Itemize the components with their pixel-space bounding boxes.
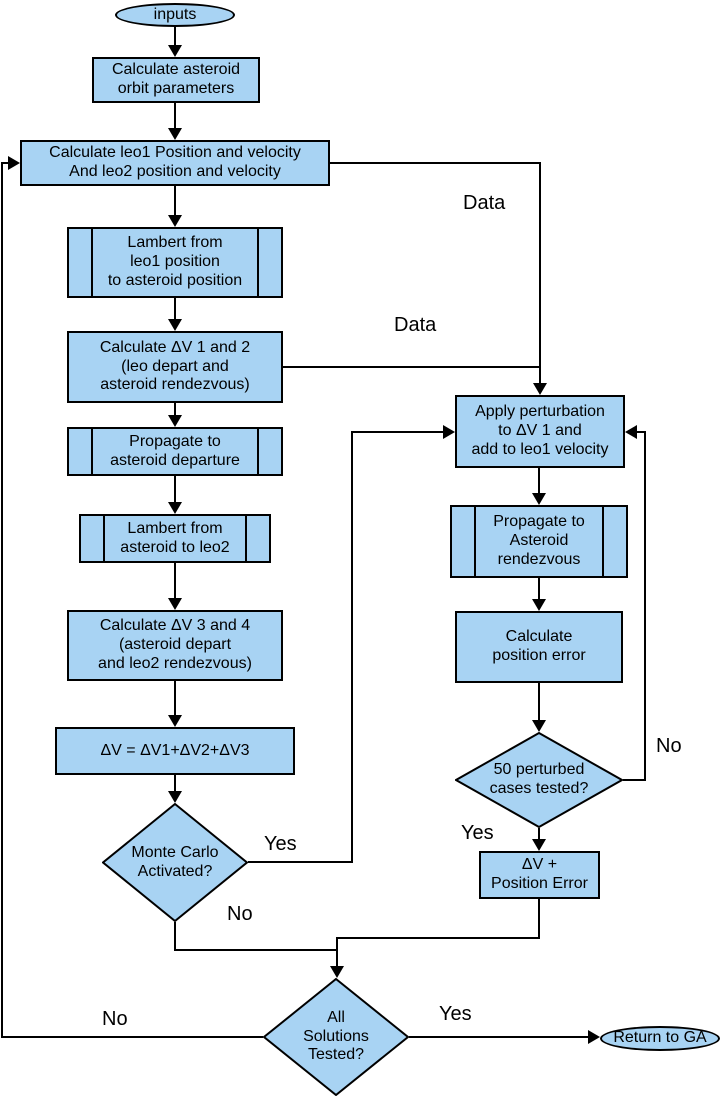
- connector-all-no-into-calc-leo: [1, 162, 9, 164]
- connector-dv-sum-to-monte-carlo: [174, 775, 176, 792]
- connector-fifty-no-horizontal: [623, 779, 646, 781]
- diamond-all-solutions-shape: [263, 978, 409, 1096]
- arrowhead-icon: [532, 493, 546, 505]
- arrowhead-icon: [168, 45, 182, 57]
- node-propagate-asteroid-rendezvous: Propagate to Asteroid rendezvous: [450, 505, 628, 578]
- arrowhead-icon: [443, 425, 455, 439]
- node-lambert-leo1-to-asteroid: Lambert from leo1 position to asteroid p…: [67, 227, 283, 298]
- node-lambert-asteroid-to-leo2: Lambert from asteroid to leo2: [79, 514, 271, 563]
- arrowhead-icon: [532, 599, 546, 611]
- connector-all-yes: [409, 1036, 588, 1038]
- edge-label-data-top: Data: [463, 192, 506, 214]
- node-monte-carlo-activated: Monte Carlo Activated?: [131, 843, 219, 880]
- node-dv-plus-position-error: ΔV + Position Error: [479, 851, 600, 899]
- diamond-monte-carlo-shape: [102, 803, 248, 922]
- node-fifty-perturbed-cases: 50 perturbed cases tested?: [489, 761, 589, 797]
- connector-calc-dv34-to-dv-sum: [174, 681, 176, 716]
- node-calc-asteroid-orbit: Calculate asteroid orbit parameters: [92, 57, 260, 103]
- node-calc-dv-3-4: Calculate ΔV 3 and 4 (asteroid depart an…: [67, 610, 283, 681]
- node-propagate-asteroid-departure: Propagate to asteroid departure: [67, 427, 283, 476]
- edge-label-data-mid: Data: [394, 314, 437, 336]
- arrowhead-icon: [532, 839, 546, 851]
- connector-mc-yes-vertical: [351, 431, 353, 862]
- arrowhead-icon: [533, 383, 547, 395]
- arrowhead-icon: [8, 156, 20, 170]
- edge-label-mc-no: No: [227, 903, 253, 925]
- connector-pos-error-to-fifty: [538, 683, 540, 721]
- connector-dvpe-left: [337, 937, 540, 939]
- arrowhead-icon: [588, 1030, 600, 1044]
- node-apply-perturbation: Apply perturbation to ΔV 1 and add to le…: [455, 395, 625, 468]
- arrowhead-icon: [330, 966, 344, 978]
- connector-data-down-to-apply-pert: [539, 163, 541, 383]
- arrowhead-icon: [168, 215, 182, 227]
- arrowhead-icon: [168, 791, 182, 803]
- connector-mc-no-vertical: [174, 922, 176, 951]
- connector-calc-dv12-to-propagate-dep: [174, 403, 176, 416]
- connector-calc-leo-to-lambert1: [174, 186, 176, 216]
- connector-dvpe-down: [538, 899, 540, 939]
- edge-label-all-no: No: [102, 1008, 128, 1030]
- arrowhead-icon: [168, 415, 182, 427]
- arrowhead-icon: [168, 319, 182, 331]
- connector-propagate-rdv-to-pos-error: [538, 578, 540, 601]
- connector-fifty-no-into-apply: [637, 431, 646, 433]
- node-calc-position-error: Calculate position error: [455, 611, 623, 683]
- connector-inputs-to-calc-asteroid: [174, 27, 176, 46]
- connector-lambert1-to-calc-dv12: [174, 298, 176, 320]
- node-inputs: inputs: [115, 3, 235, 27]
- edge-label-fifty-yes: Yes: [461, 822, 494, 844]
- node-calc-leo-position-velocity: Calculate leo1 Position and velocity And…: [20, 140, 330, 186]
- connector-mc-yes-into-apply: [351, 431, 444, 433]
- edge-label-mc-yes: Yes: [264, 833, 297, 855]
- connector-data-mid: [283, 366, 541, 368]
- edge-label-all-yes: Yes: [439, 1003, 472, 1025]
- connector-data-top: [330, 162, 541, 164]
- connector-mc-yes-horizontal: [248, 861, 353, 863]
- connector-lambert2-to-calc-dv34: [174, 563, 176, 599]
- arrowhead-icon: [168, 715, 182, 727]
- connector-all-no-vertical: [1, 162, 3, 1038]
- connector-fifty-no-vertical: [644, 431, 646, 781]
- connector-mc-no-horizontal: [174, 949, 338, 951]
- node-return-to-ga: Return to GA: [600, 1026, 720, 1051]
- arrowhead-icon: [168, 128, 182, 140]
- connector-all-no-horizontal: [2, 1036, 263, 1038]
- node-dv-sum: ΔV = ΔV1+ΔV2+ΔV3: [55, 727, 295, 775]
- connector-fifty-yes: [538, 828, 540, 840]
- node-all-solutions-tested: All Solutions Tested?: [303, 1008, 369, 1064]
- node-calc-dv-1-2: Calculate ΔV 1 and 2 (leo depart and ast…: [67, 331, 283, 403]
- connector-propagate-dep-to-lambert2: [174, 476, 176, 503]
- edge-label-fifty-no: No: [656, 735, 682, 757]
- arrowhead-icon: [532, 720, 546, 732]
- connector-calc-asteroid-to-calc-leo: [174, 103, 176, 129]
- connector-apply-to-propagate-rdv: [538, 468, 540, 494]
- arrowhead-icon: [168, 598, 182, 610]
- diamond-fifty-cases-shape: [455, 732, 623, 828]
- connector-merge-to-all-solutions: [336, 937, 338, 967]
- arrowhead-icon: [168, 502, 182, 514]
- arrowhead-icon: [625, 425, 637, 439]
